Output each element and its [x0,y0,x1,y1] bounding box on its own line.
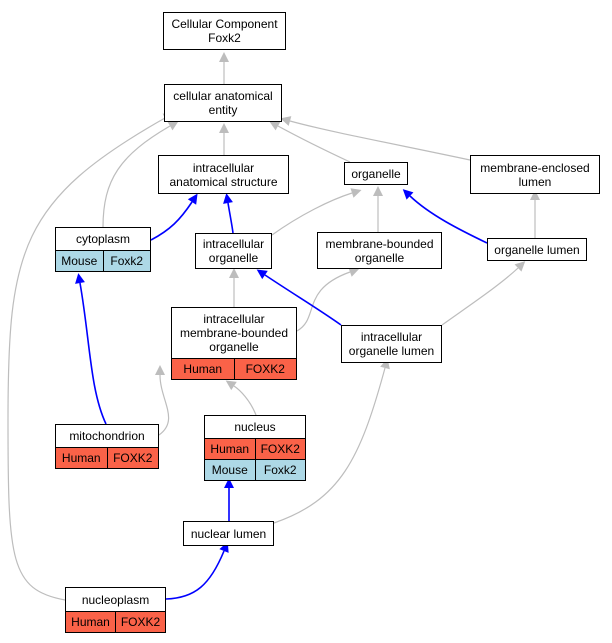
gene-cell: Foxk2 [254,460,306,480]
node-mel[interactable]: membrane-enclosed lumen [470,155,600,194]
edge-np-to-nl [165,541,229,600]
node-imbo[interactable]: intracellular membrane-bounded organelle… [171,307,297,380]
annotation-row-human: Human FOXK2 [66,611,165,632]
node-organelle[interactable]: organelle [344,162,408,185]
node-label: nucleoplasm [81,592,150,607]
node-label: membrane-enclosed lumen [480,160,590,189]
edge-ol-to-mel [530,190,540,238]
edge-iol-to-io [256,269,342,326]
node-label: nuclear lumen [190,526,267,541]
gene-cell: FOXK2 [233,359,297,379]
arrowhead [223,193,233,204]
edge-nucleus-to-imbo [225,380,257,416]
edge-cytoplasm-to-ias [150,193,198,241]
edge-io-to-ias [223,193,234,234]
edge-mito-to-cytoplasm [75,273,107,425]
gene-cell: FOXK2 [106,448,159,468]
arrowhead [219,123,229,133]
arrowhead [155,365,165,375]
node-cae[interactable]: cellular anatomical entity [164,84,282,122]
edge-imbo-to-mbo [296,267,360,332]
edge-organelle-to-cae [269,121,351,163]
node-label: intracellular organelle lumen [348,330,435,358]
node-label: cytoplasm [75,232,131,246]
node-label: nucleus [234,420,276,434]
edge-ias-to-cae [219,123,229,155]
node-label: cellular anatomical entity [173,89,273,117]
species-cell: Human [61,451,101,465]
node-ias[interactable]: intracellular anatomical structure [158,155,289,194]
species-cell: Human [183,362,223,376]
node-io[interactable]: intracellular organelle [195,233,272,269]
annotation-row-mouse: Mouse Foxk2 [56,250,150,271]
edge-imbo-to-io [229,268,239,307]
arrowhead [167,120,179,131]
node-label: organelle [351,166,401,181]
node-label: intracellular anatomical structure [169,160,278,189]
edge-iol-to-ol [441,261,526,326]
node-label: membrane-bounded organelle [325,236,434,265]
node-label: mitochondrion [69,429,145,443]
gene-cell: FOXK2 [254,439,306,459]
arrowhead [373,186,383,196]
arrowhead [225,380,237,391]
node-label: Cellular Component Foxk2 [171,17,278,45]
edge-mito-to-imbo [155,365,170,436]
arrowhead [402,189,414,200]
arrowhead [514,261,526,272]
arrowhead [75,273,85,284]
annotation-row-human: Human FOXK2 [56,447,158,468]
arrowhead [187,193,198,205]
annotation-row-human: Human FOXK2 [172,358,296,379]
node-nl[interactable]: nuclear lumen [183,521,274,546]
species-cell: Mouse [61,254,98,268]
edge-io-to-organelle [271,188,362,236]
species-cell: Human [210,442,250,456]
arrowhead [256,269,268,280]
edge-mel-to-cae [280,116,471,161]
arrowhead [348,267,360,277]
edge-layer [7,52,540,601]
gene-cell: FOXK2 [115,612,165,632]
node-root[interactable]: Cellular Component Foxk2 [163,12,286,50]
species-cell: Mouse [211,463,248,477]
edge-cae-to-root [219,52,229,84]
arrowhead [229,268,239,278]
annotation-row-human: Human FOXK2 [205,438,305,459]
arrowhead [269,121,281,131]
node-label: organelle lumen [494,242,580,257]
edge-mbo-to-organelle [373,186,383,232]
arrowhead [530,190,540,200]
arrowhead [350,188,362,198]
edge-cytoplasm-to-cae [102,120,179,228]
node-iol[interactable]: intracellular organelle lumen [341,325,442,363]
node-label: intracellular membrane-bounded organelle [179,312,289,354]
annotation-row-mouse: Mouse Foxk2 [205,459,305,480]
arrowhead [224,478,234,488]
arrowhead [219,52,229,62]
node-mbo[interactable]: membrane-bounded organelle [317,232,442,269]
gene-cell: Foxk2 [102,251,151,271]
node-label: intracellular organelle [202,237,265,265]
node-ol[interactable]: organelle lumen [487,238,587,261]
species-cell: Human [71,615,110,629]
arrowhead [280,116,292,126]
edge-ol-to-organelle [402,189,488,244]
edge-nl-to-nucleus [224,478,234,521]
